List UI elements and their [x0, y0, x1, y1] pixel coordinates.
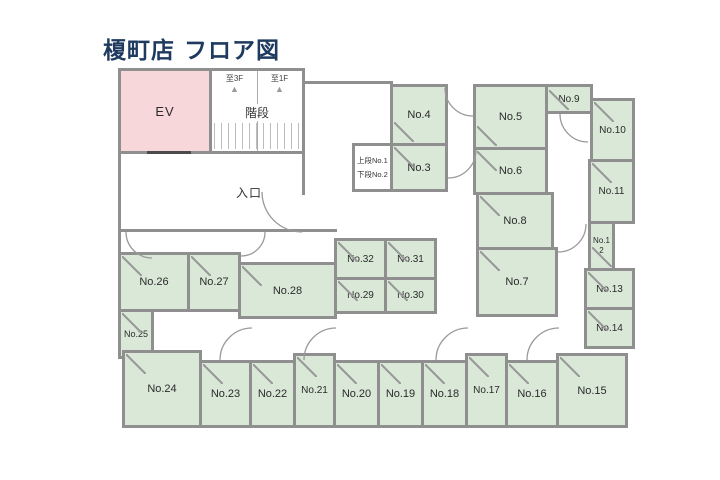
- elevator-door: [147, 151, 191, 154]
- wall-left: [118, 151, 121, 255]
- berth-annotation-box: 上段No.1 下段No.2: [352, 143, 393, 192]
- door-arc: [219, 327, 253, 361]
- room-no20: No.20: [333, 360, 380, 428]
- wall-stairs-right: [302, 151, 305, 195]
- stairs-to-3f: 至3F ▲: [212, 71, 257, 103]
- wall-corridor-top: [302, 81, 393, 84]
- door-arc: [447, 149, 477, 179]
- page-title: 榎町店 フロア図: [103, 37, 281, 65]
- up-arrow-icon: ▲: [275, 84, 284, 94]
- entrance-label: 入口: [236, 186, 263, 200]
- elevator-label: EV: [155, 103, 175, 119]
- room-no12: No.12: [588, 221, 615, 271]
- room-no23: No.23: [199, 360, 252, 428]
- elevator-room: EV: [118, 68, 212, 154]
- to-3f-label: 至3F: [225, 74, 244, 83]
- room-no26: No.26: [118, 252, 190, 312]
- room-no22: No.22: [249, 360, 296, 428]
- to-1f-label: 至1F: [270, 74, 289, 83]
- up-arrow-icon: ▲: [230, 84, 239, 94]
- room-no15: No.15: [556, 353, 628, 428]
- door-arc: [240, 231, 266, 257]
- room-no4: No.4: [390, 84, 448, 146]
- door-arc: [435, 327, 469, 361]
- room-no31: No.31: [384, 238, 437, 280]
- room-no30: No.30: [384, 277, 437, 314]
- lower-berth-label: 下段No.2: [357, 169, 388, 179]
- room-no28: No.28: [238, 262, 337, 319]
- room-no29: No.29: [334, 277, 387, 314]
- room-no9: No.9: [545, 84, 593, 114]
- stairs-treads: [214, 123, 300, 149]
- room-no11: No.11: [588, 159, 635, 224]
- room-no17: No.17: [465, 353, 508, 428]
- stairs-to-1f: 至1F ▲: [257, 71, 302, 103]
- room-no13: No.13: [584, 268, 635, 310]
- door-arc: [444, 87, 474, 117]
- room-no14: No.14: [584, 307, 635, 349]
- room-no16: No.16: [505, 360, 559, 428]
- room-no7: No.7: [476, 247, 558, 317]
- door-arc: [559, 113, 589, 143]
- door-arc: [557, 223, 587, 253]
- door-arc-entrance: [261, 191, 303, 233]
- door-arc: [526, 327, 560, 361]
- room-no3: No.3: [390, 143, 448, 192]
- room-no19: No.19: [377, 360, 424, 428]
- room-no32: No.32: [334, 238, 387, 280]
- stairs-destinations: 至3F ▲ 至1F ▲: [212, 71, 302, 103]
- room-no8: No.8: [476, 192, 554, 250]
- room-no6: No.6: [473, 147, 548, 195]
- room-no27: No.27: [187, 252, 241, 312]
- room-no21: No.21: [293, 353, 336, 428]
- room-no5: No.5: [473, 84, 548, 150]
- stairs-room: 至3F ▲ 至1F ▲ 階段: [209, 68, 305, 154]
- room-no24: No.24: [122, 350, 202, 428]
- room-no18: No.18: [421, 360, 468, 428]
- stairs-label: 階段: [241, 104, 273, 121]
- wall-corridor-bottom: [118, 229, 337, 232]
- room-no10: No.10: [590, 98, 635, 162]
- upper-berth-label: 上段No.1: [357, 156, 388, 166]
